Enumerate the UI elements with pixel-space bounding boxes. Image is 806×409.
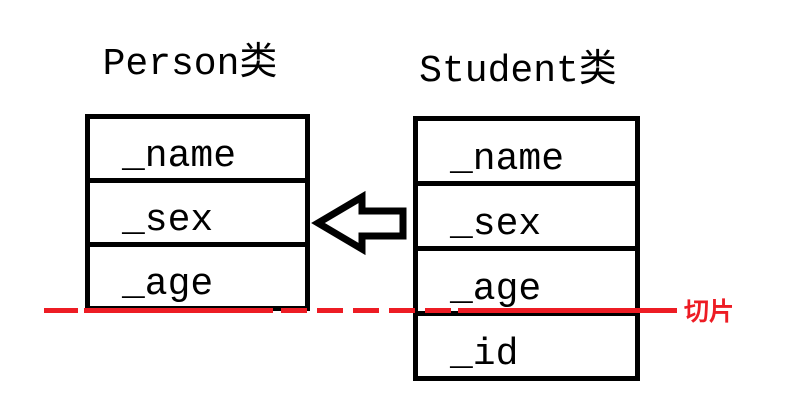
person-class-box: _name _sex _age	[85, 114, 310, 311]
field-label: _name	[122, 135, 237, 178]
left-arrow-icon	[311, 190, 407, 256]
field-label: _sex	[122, 199, 214, 242]
field-label: _sex	[450, 203, 542, 246]
field-label: _age	[122, 263, 214, 306]
field-row: _id	[418, 311, 635, 376]
field-label: _name	[450, 138, 565, 181]
field-label: _age	[450, 268, 542, 311]
field-row: _name	[418, 121, 635, 181]
field-row: _sex	[90, 178, 305, 242]
field-row: _age	[418, 246, 635, 311]
field-row: _age	[90, 242, 305, 306]
student-class-title: Student类	[419, 50, 617, 93]
student-class-box: _name _sex _age _id	[413, 116, 640, 381]
field-label: _id	[450, 333, 519, 376]
field-row: _name	[90, 119, 305, 178]
slice-label: 切片	[684, 299, 735, 328]
person-class-title: Person类	[102, 43, 278, 86]
field-row: _sex	[418, 181, 635, 246]
